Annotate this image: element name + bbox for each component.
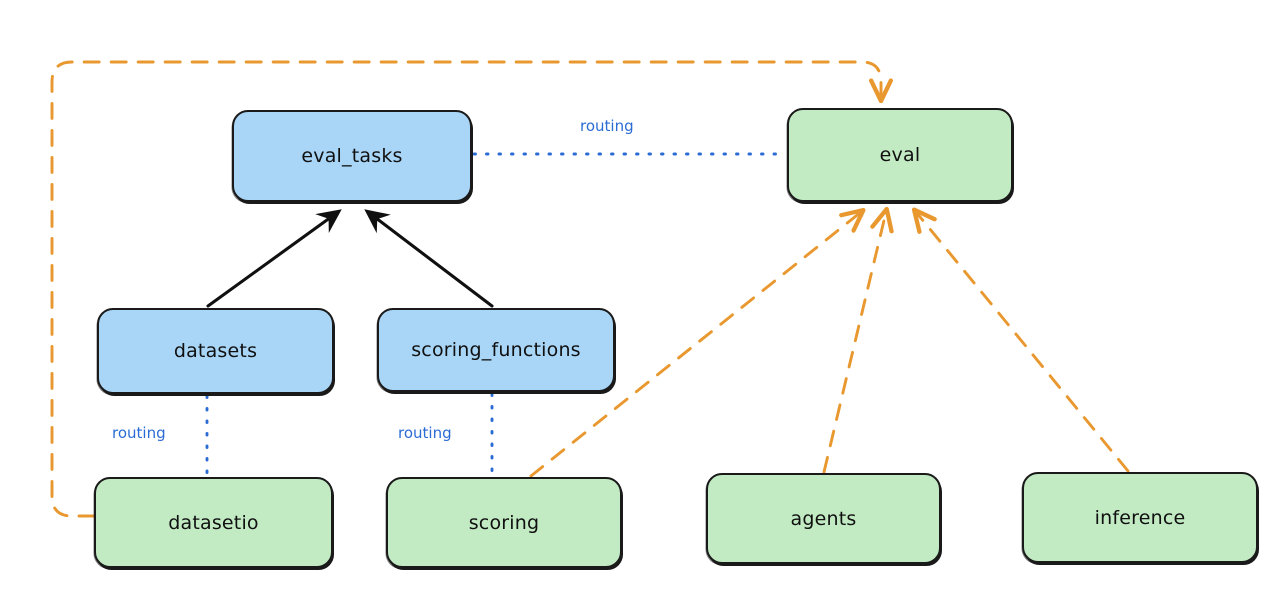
node-agents[interactable]: agents [706,473,941,564]
node-datasets[interactable]: datasets [97,308,334,394]
node-datasetio[interactable]: datasetio [94,477,333,568]
edge-scoring-functions-to-eval-tasks [364,209,494,308]
edge-label-routing-scoring: routing [398,424,452,442]
node-scoring-label: scoring [468,511,540,534]
edge-datasetio-to-eval-wrap [50,60,881,518]
node-scoring-functions[interactable]: scoring_functions [377,308,615,392]
edge-scoring-to-eval [529,212,861,478]
node-eval[interactable]: eval [787,108,1013,202]
node-scoring-functions-label: scoring_functions [411,339,581,361]
node-inference[interactable]: inference [1022,472,1258,563]
edge-inference-to-eval [916,212,1130,473]
node-inference-label: inference [1094,506,1186,529]
edge-label-routing-datasetio: routing [112,424,166,442]
edge-agents-to-eval [822,212,886,474]
node-agents-label: agents [790,507,857,530]
node-datasetio-label: datasetio [168,511,259,534]
edge-label-routing-eval: routing [580,117,634,135]
edge-datasets-to-eval-tasks [206,209,342,308]
node-eval-label: eval [879,144,921,166]
node-scoring[interactable]: scoring [386,477,622,568]
node-eval-tasks[interactable]: eval_tasks [232,110,472,202]
node-eval-tasks-label: eval_tasks [301,145,403,167]
node-datasets-label: datasets [173,340,258,362]
